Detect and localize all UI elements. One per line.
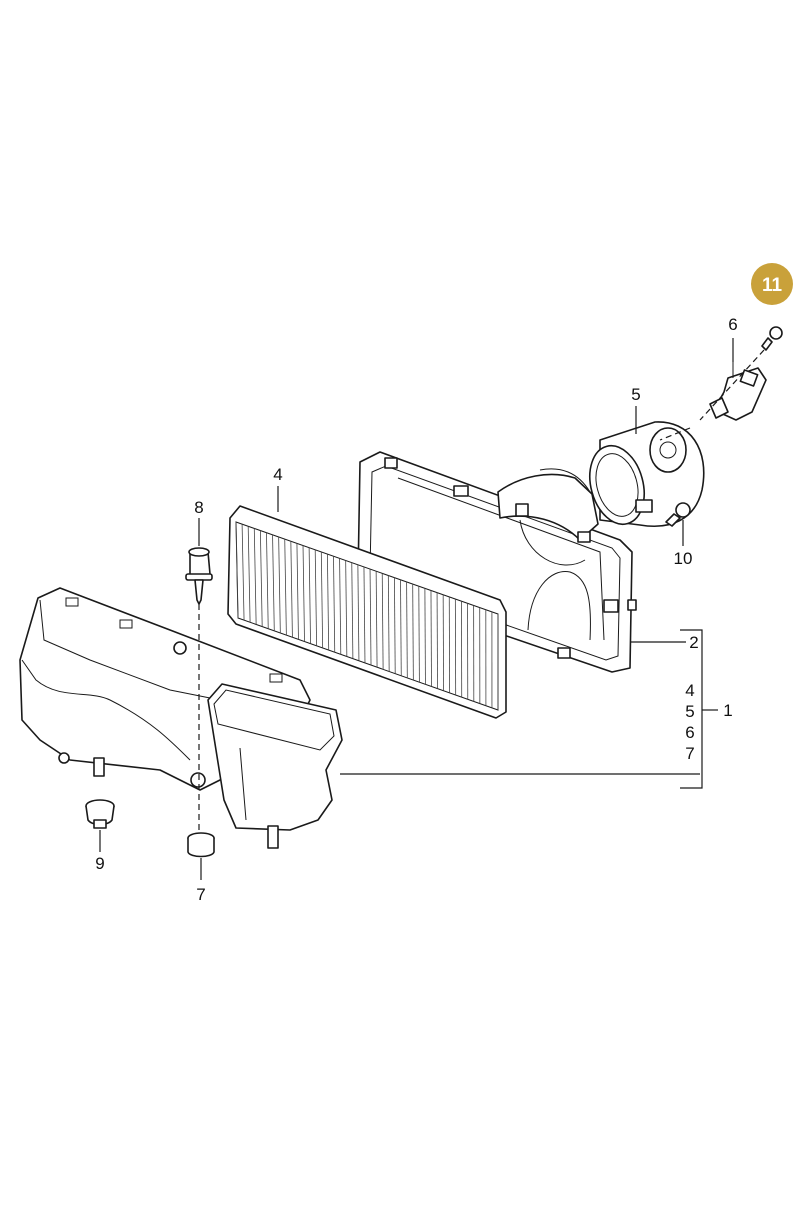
rubber-mount-7	[187, 832, 215, 858]
air-filter-element	[227, 505, 507, 719]
screw-top	[761, 326, 783, 351]
callout-9: 9	[95, 854, 104, 873]
lower-air-box	[19, 587, 343, 849]
bracket	[680, 629, 703, 789]
callout-1: 1	[723, 701, 732, 720]
sensor-element	[709, 362, 767, 421]
housing-cover	[357, 451, 637, 673]
callout-set-6: 6	[685, 723, 694, 742]
callout-4: 4	[273, 465, 282, 484]
callout-10: 10	[674, 549, 693, 568]
callout-5: 5	[631, 385, 640, 404]
callout-set-5: 5	[685, 702, 694, 721]
air-mass-meter	[589, 421, 705, 527]
assembly-axis-5	[659, 427, 691, 441]
callout-8: 8	[194, 498, 203, 517]
callout-set-7: 7	[685, 744, 694, 763]
screw-10	[665, 502, 691, 527]
assembly-axis-6	[699, 349, 765, 421]
callout-6: 6	[728, 315, 737, 334]
callout-7: 7	[196, 885, 205, 904]
callout-set-4: 4	[685, 681, 694, 700]
push-clip-8	[185, 547, 213, 605]
callout-badge-label: 11	[762, 275, 783, 296]
grommet-9	[85, 799, 115, 829]
callout-2: 2	[689, 633, 698, 652]
callout-badge[interactable]	[751, 263, 793, 305]
